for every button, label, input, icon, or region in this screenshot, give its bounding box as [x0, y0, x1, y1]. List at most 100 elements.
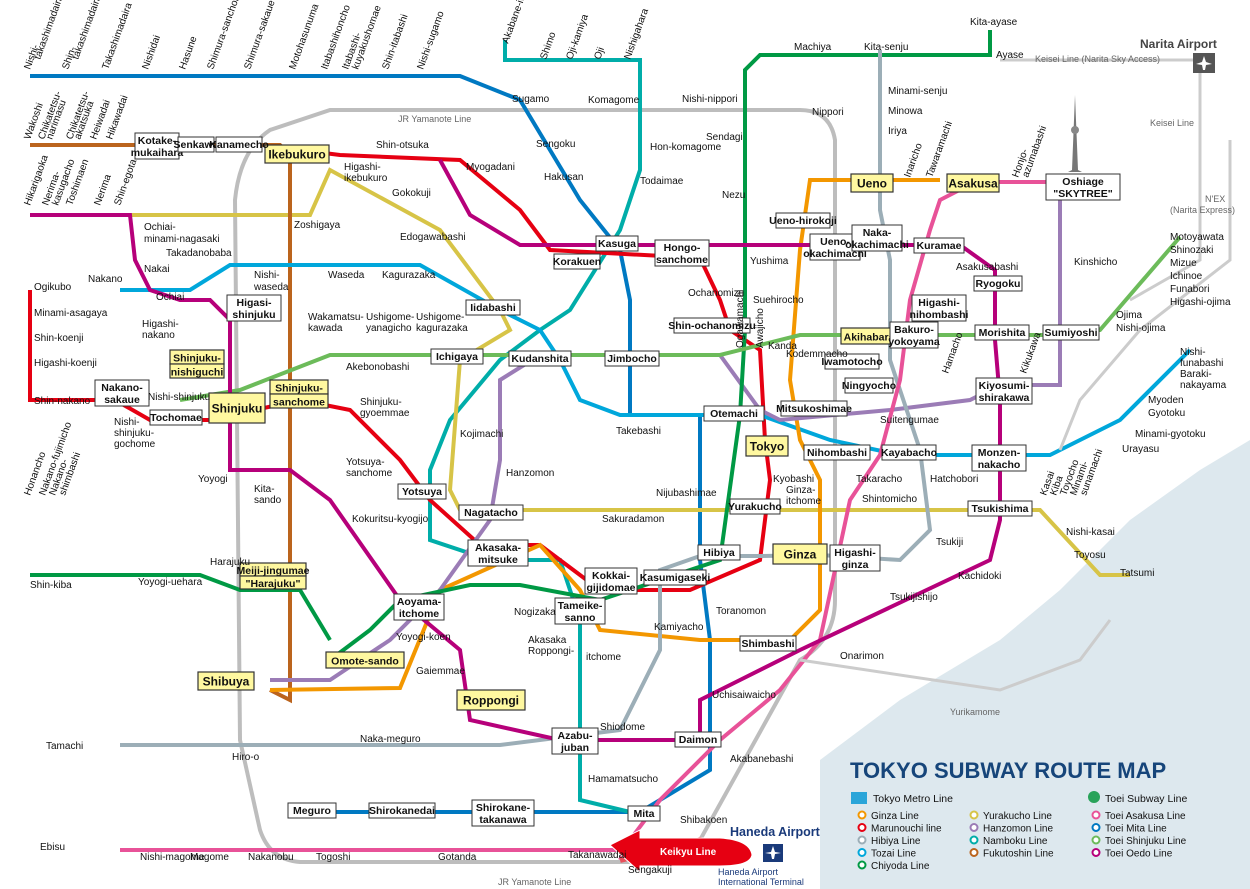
yurikamome-label: Yurikamome [950, 707, 1000, 717]
major-station-label: Shinjuku [212, 402, 263, 416]
transfer-station-label: Senkawa [174, 139, 219, 151]
station-label: Gyotoku [1148, 408, 1185, 419]
station-label: Tamachi [46, 741, 83, 752]
station-label: Kita-ayase [970, 17, 1018, 28]
transfer-station-label-2: okachimachi [803, 248, 867, 260]
station-label: Higashi-ojima [1170, 297, 1231, 308]
station-label: itchome [786, 496, 821, 507]
transfer-station-box [913, 237, 965, 254]
station-label: Baraki- [1180, 369, 1212, 380]
keisei-label: Keisei Line [1150, 118, 1194, 128]
station-label: Kyobashi [773, 474, 814, 485]
transfer-station-label: Kayabacho [881, 447, 937, 459]
station-label: Kinshicho [1074, 257, 1118, 268]
station-label: Hiro-o [232, 752, 260, 763]
transfer-station-label: Ryogoku [976, 278, 1021, 290]
major-station-box [269, 393, 329, 409]
legend-toei-swatch [1091, 823, 1101, 832]
legend-metro-swatch [857, 860, 867, 870]
station-label: waseda [253, 282, 289, 293]
station-label: Takashimadaira [100, 1, 134, 71]
major-station-label: "Harajuku" [246, 578, 301, 590]
station-label: Todaimae [640, 176, 684, 187]
transfer-station-label-2: sanchome [656, 254, 708, 266]
station-label: nakayama [1180, 380, 1227, 391]
transfer-station-label-2: sakaue [104, 394, 140, 406]
station-label: Ushigome- [416, 312, 464, 323]
yurakucho-line [30, 167, 1130, 577]
station-label: Nakanobu [248, 852, 294, 863]
station-label: Nishi-nippori [682, 94, 738, 105]
transfer-station-box [775, 212, 831, 229]
station-label: Akabane-iwabuchi [500, 0, 538, 45]
transfer-station-label-2: yokoyama [888, 336, 940, 348]
transfer-station-box [967, 500, 1033, 517]
station-label: Myoden [1148, 395, 1184, 406]
transfer-station-box [149, 409, 203, 426]
station-label: Nezu [722, 190, 745, 201]
transfer-station-label: Nihombashi [807, 447, 867, 459]
station-label: Minami-gyotoku [1135, 429, 1206, 440]
transfer-station-label-2: nihombashi [910, 309, 969, 321]
station-label: Nishi- [254, 270, 280, 281]
transfer-station-label: Shin-ochanomizu [668, 320, 756, 332]
transfer-station-box [397, 483, 447, 500]
station-label: Nishi-sugamo [415, 9, 446, 71]
transfer-station-box [287, 802, 337, 819]
legend-metro-item: Chiyoda Line [871, 861, 930, 872]
narita-airport-label: Narita Airport [1140, 37, 1217, 51]
major-station-box [745, 435, 789, 457]
station-label: Sakuradamon [602, 514, 664, 525]
yamanote-label-top: JR Yamanote Line [398, 114, 471, 124]
nex-label-2: (Narita Express) [1170, 205, 1235, 215]
station-label: Hatchobori [930, 474, 978, 485]
station-label: Shinjuku- [360, 397, 402, 408]
transfer-station-box [393, 593, 445, 621]
station-label: kawada [308, 323, 343, 334]
legend-metro-header: Tokyo Metro Line [873, 793, 953, 805]
station-label: Oji [592, 46, 607, 61]
transfer-station-label-2: mitsuke [478, 554, 518, 566]
transfer-station-box [881, 444, 937, 461]
station-label: minami-nagasaki [144, 234, 220, 245]
plane-icon-haneda [763, 844, 783, 862]
transfer-station-label: Ichigaya [436, 351, 478, 363]
station-label: Yoyogi-uehara [138, 577, 203, 588]
transfer-station-label: Otemachi [710, 408, 758, 420]
transfer-station-box [471, 799, 535, 827]
station-label: Ochanomizu [688, 288, 744, 299]
major-station-box [169, 363, 225, 379]
transfer-station-label-2: nakacho [978, 459, 1021, 471]
station-label: Akasaka [528, 635, 567, 646]
station-label: Funabori [1170, 284, 1209, 295]
transfer-station-box [604, 350, 660, 367]
station-label: takashimadaira [70, 0, 104, 61]
station-label: Oji-kamiya [564, 12, 591, 61]
transfer-station-label: Kokkai- [592, 570, 630, 582]
transfer-station-label-2: "SKYTREE" [1053, 188, 1113, 200]
station-label: Nakai [144, 264, 170, 275]
station-label: Gotanda [438, 852, 477, 863]
transfer-station-label: Higashi- [918, 297, 960, 309]
station-label: Kamiyacho [654, 622, 704, 633]
station-label: Edogawabashi [400, 232, 466, 243]
transfer-station-label: Ningyocho [842, 380, 896, 392]
transfer-station-box [551, 727, 599, 755]
major-station-label: Meiji-jingumae [237, 565, 310, 577]
skytree-icon [1068, 95, 1082, 172]
station-label: Suehirocho [753, 295, 804, 306]
major-station-label: Roppongi [463, 694, 519, 708]
transfer-station-box [889, 321, 939, 349]
transfer-station-box [134, 132, 180, 160]
station-label: Ojima [1116, 310, 1143, 321]
legend-metro-swatch [857, 848, 867, 857]
station-label: Komagome [588, 95, 640, 106]
transfer-station-label: Kuramae [917, 240, 962, 252]
transfer-station-label: Tsukishima [972, 503, 1029, 515]
transfer-station-box [177, 136, 215, 153]
station-label: Takadanobaba [166, 248, 232, 259]
station-label: gyoemmae [360, 408, 410, 419]
station-label: Shinozaki [1170, 245, 1213, 256]
asakusa-line [618, 180, 1050, 861]
station-label: kagurazaka [416, 323, 468, 334]
